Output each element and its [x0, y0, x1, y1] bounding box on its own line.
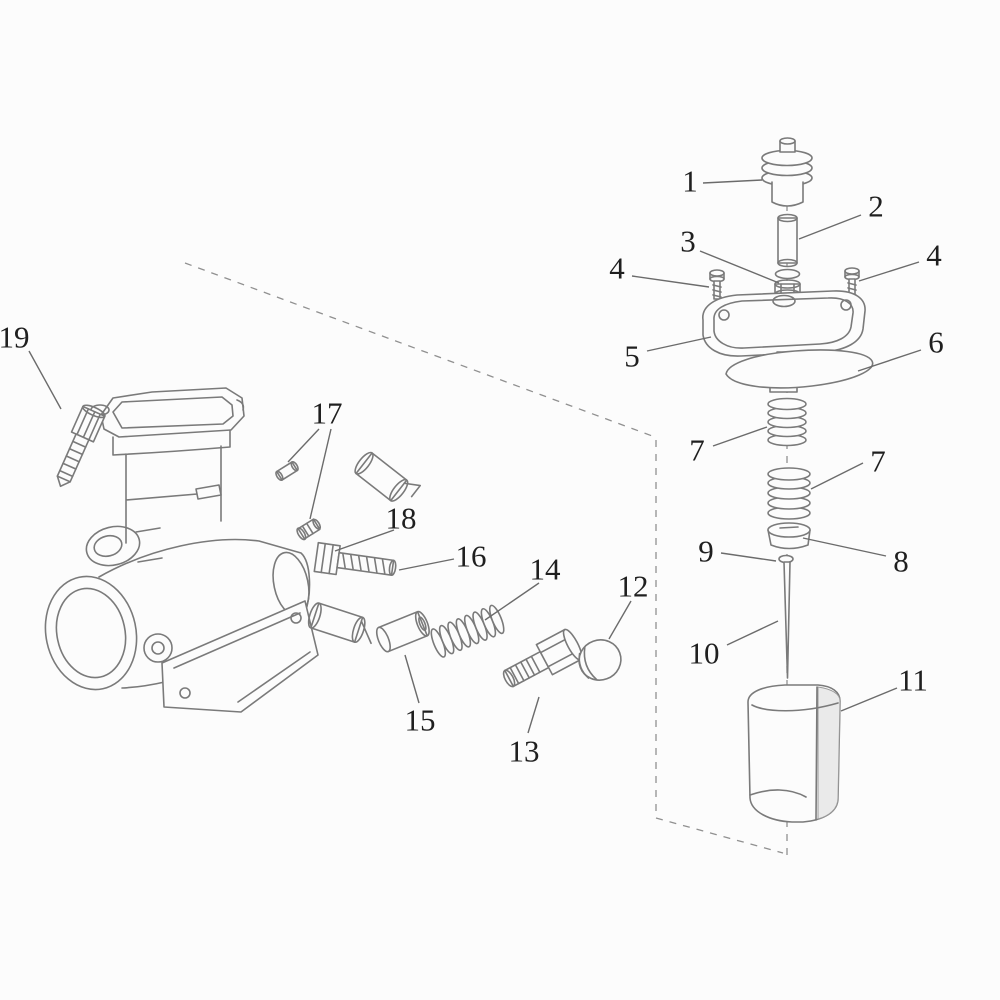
- leader-line-7: [810, 462, 864, 490]
- callout-number-4: 4: [609, 251, 625, 286]
- callout-number-4: 4: [926, 238, 942, 273]
- callout-number-14: 14: [530, 552, 562, 587]
- part-7-spring-lower: [767, 467, 811, 520]
- vent-fitting: [354, 451, 422, 502]
- part-13-jet-holder: [502, 628, 583, 688]
- callout-number-7: 7: [870, 444, 886, 479]
- leader-line-12: [608, 600, 632, 640]
- callout-number-12: 12: [618, 569, 649, 604]
- part-7-spring-upper: [767, 397, 807, 447]
- leader-line-6: [857, 349, 922, 372]
- leader-line-10: [726, 620, 779, 646]
- leader-line-17: [287, 428, 320, 463]
- part-6-diaphragm: [725, 349, 874, 389]
- callout-number-6: 6: [928, 325, 944, 360]
- leader-line-5: [646, 336, 712, 352]
- leader-line-3: [699, 250, 780, 284]
- part-18-16-screw: [313, 541, 397, 577]
- leader-line-19: [28, 350, 62, 410]
- leader-line-14: [484, 582, 540, 621]
- leader-line-7: [712, 426, 768, 447]
- callout-number-18: 18: [386, 501, 417, 536]
- part-14-spring: [430, 604, 505, 658]
- part-17-screw: [296, 518, 322, 541]
- part-10-needle: [783, 561, 791, 679]
- leader-line-4: [858, 261, 920, 282]
- part-19-screw: [56, 404, 106, 488]
- part-2-screw: [774, 213, 801, 280]
- leader-line-1: [702, 179, 763, 184]
- callout-number-15: 15: [405, 703, 436, 738]
- leader-line-2: [798, 214, 862, 240]
- callout-number-8: 8: [893, 544, 909, 579]
- callout-number-11: 11: [898, 663, 928, 698]
- part-1-cap: [761, 137, 813, 207]
- callout-number-16: 16: [456, 539, 487, 574]
- leader-line-15: [404, 654, 420, 704]
- leader-line-9: [720, 552, 777, 562]
- carburetor-body: [44, 387, 319, 713]
- part-17-pin: [275, 460, 299, 482]
- callout-number-17: 17: [312, 396, 343, 431]
- leader-line-18: [334, 529, 395, 552]
- callout-number-1: 1: [682, 164, 698, 199]
- leader-line-13: [527, 696, 540, 734]
- part-4-screw-left: [709, 269, 725, 300]
- part-8-retainer: [767, 522, 811, 550]
- part-15-tube: [375, 610, 430, 653]
- callout-number-5: 5: [624, 339, 640, 374]
- callout-number-19: 19: [0, 320, 30, 355]
- leader-line-4: [631, 275, 710, 288]
- callout-number-10: 10: [689, 636, 720, 671]
- inlet-fitting: [307, 602, 372, 645]
- callout-number-2: 2: [868, 189, 884, 224]
- callout-number-7: 7: [689, 433, 705, 468]
- part-12-cap: [578, 639, 622, 681]
- callout-number-3: 3: [680, 224, 696, 259]
- part-11-throttle-slide: [747, 684, 841, 823]
- leader-line-16: [398, 558, 455, 571]
- callout-number-9: 9: [698, 534, 714, 569]
- leader-line-11: [840, 687, 898, 712]
- assembly-axis-lines: [184, 148, 788, 862]
- leader-line-17: [309, 428, 332, 520]
- callout-number-13: 13: [509, 734, 540, 769]
- leader-line-8: [802, 537, 887, 557]
